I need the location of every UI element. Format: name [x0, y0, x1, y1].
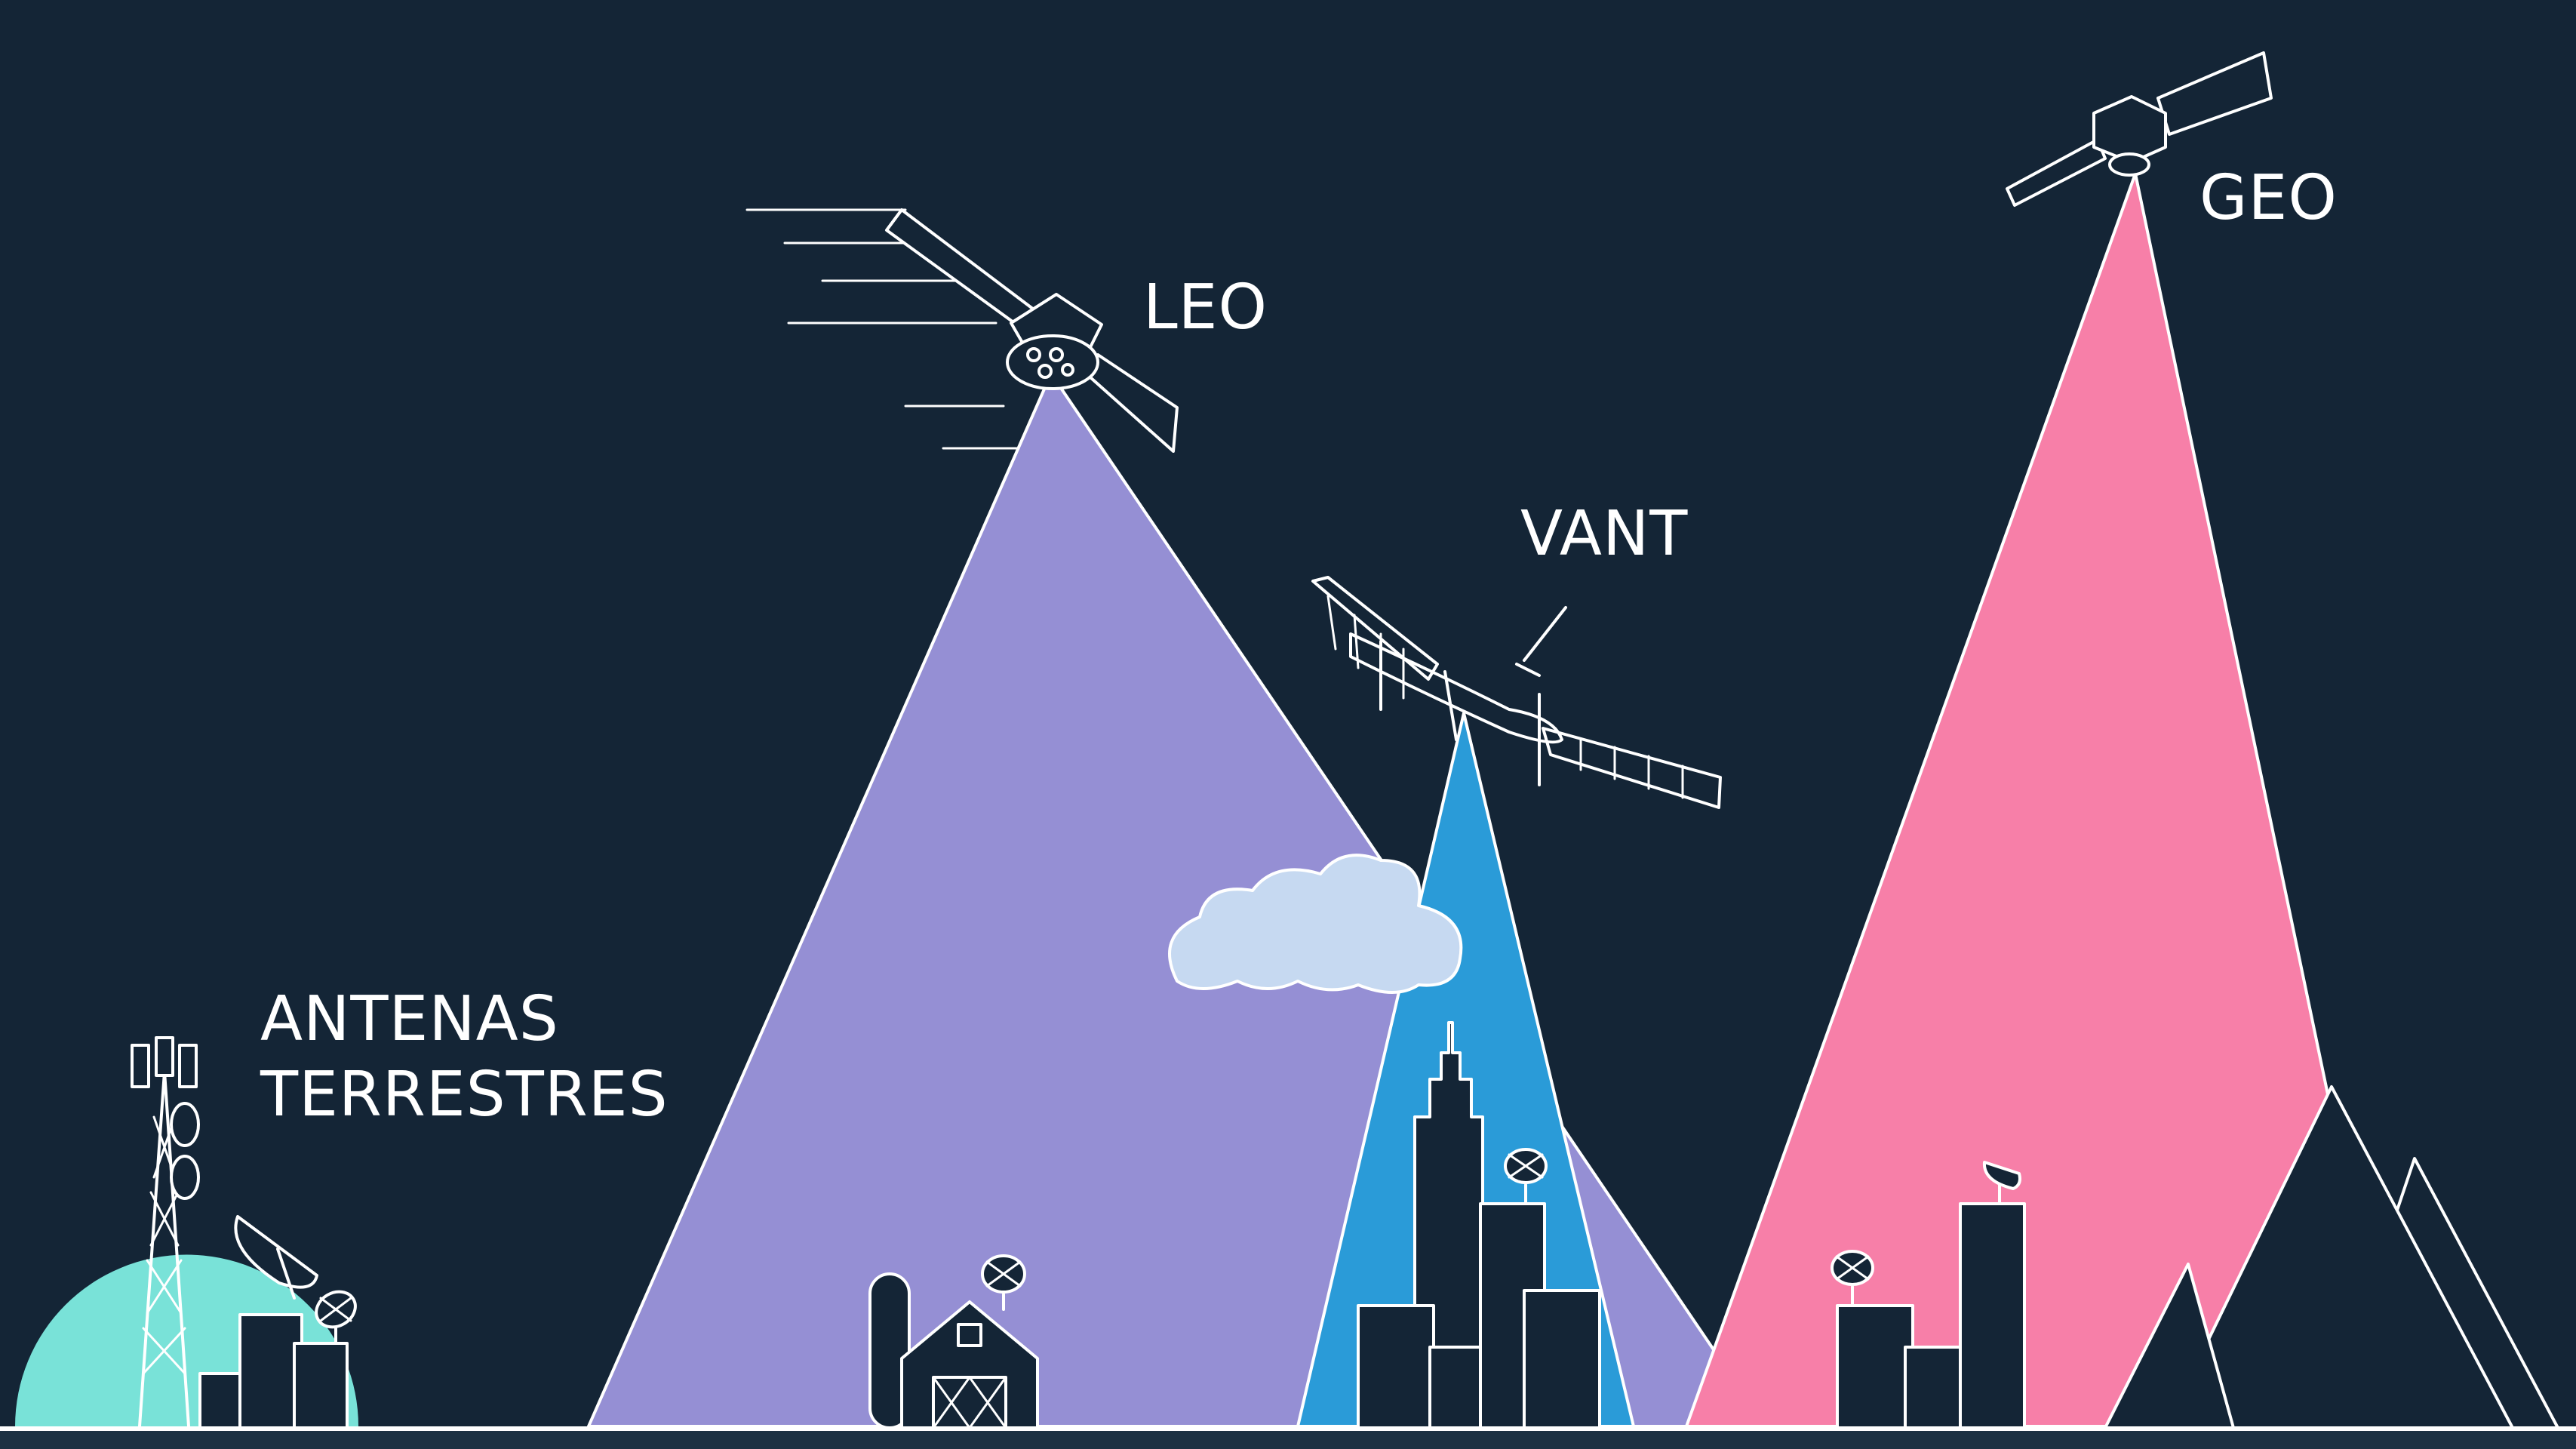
vant-group: VANT [1168, 498, 1722, 1429]
antenas-label-line2: TERRESTRES [260, 1059, 669, 1131]
cloud-icon [1168, 854, 1463, 994]
leo-satellite-icon [885, 208, 1179, 453]
geo-group: GEO [1685, 51, 2559, 1429]
barn-dish-icon [981, 1254, 1026, 1311]
vant-label: VANT [1520, 498, 1688, 570]
geo-label: GEO [2199, 162, 2338, 234]
terrestrial-group: ANTENAS TERRESTRES [15, 983, 669, 1429]
geo-satellite-icon [2006, 51, 2273, 207]
barn-icon [868, 1272, 1039, 1429]
geo-dish-right-icon [1982, 1161, 2021, 1205]
skyscraper-icon [1357, 1021, 1601, 1429]
antenas-label-line1: ANTENAS [260, 983, 559, 1055]
terrestrial-buildings [198, 1313, 349, 1429]
satellite-dish-icon [315, 1290, 357, 1345]
bottom-band [0, 1431, 2576, 1449]
city-dish-icon [1504, 1148, 1548, 1205]
ground-line [0, 1426, 2576, 1431]
geo-dish-left-icon [1831, 1250, 1874, 1307]
cell-tower-icon [131, 1036, 200, 1428]
terrestrial-dish-large-icon [234, 1215, 318, 1300]
solar-plane-icon [1311, 576, 1722, 809]
leo-label: LEO [1143, 272, 1268, 343]
